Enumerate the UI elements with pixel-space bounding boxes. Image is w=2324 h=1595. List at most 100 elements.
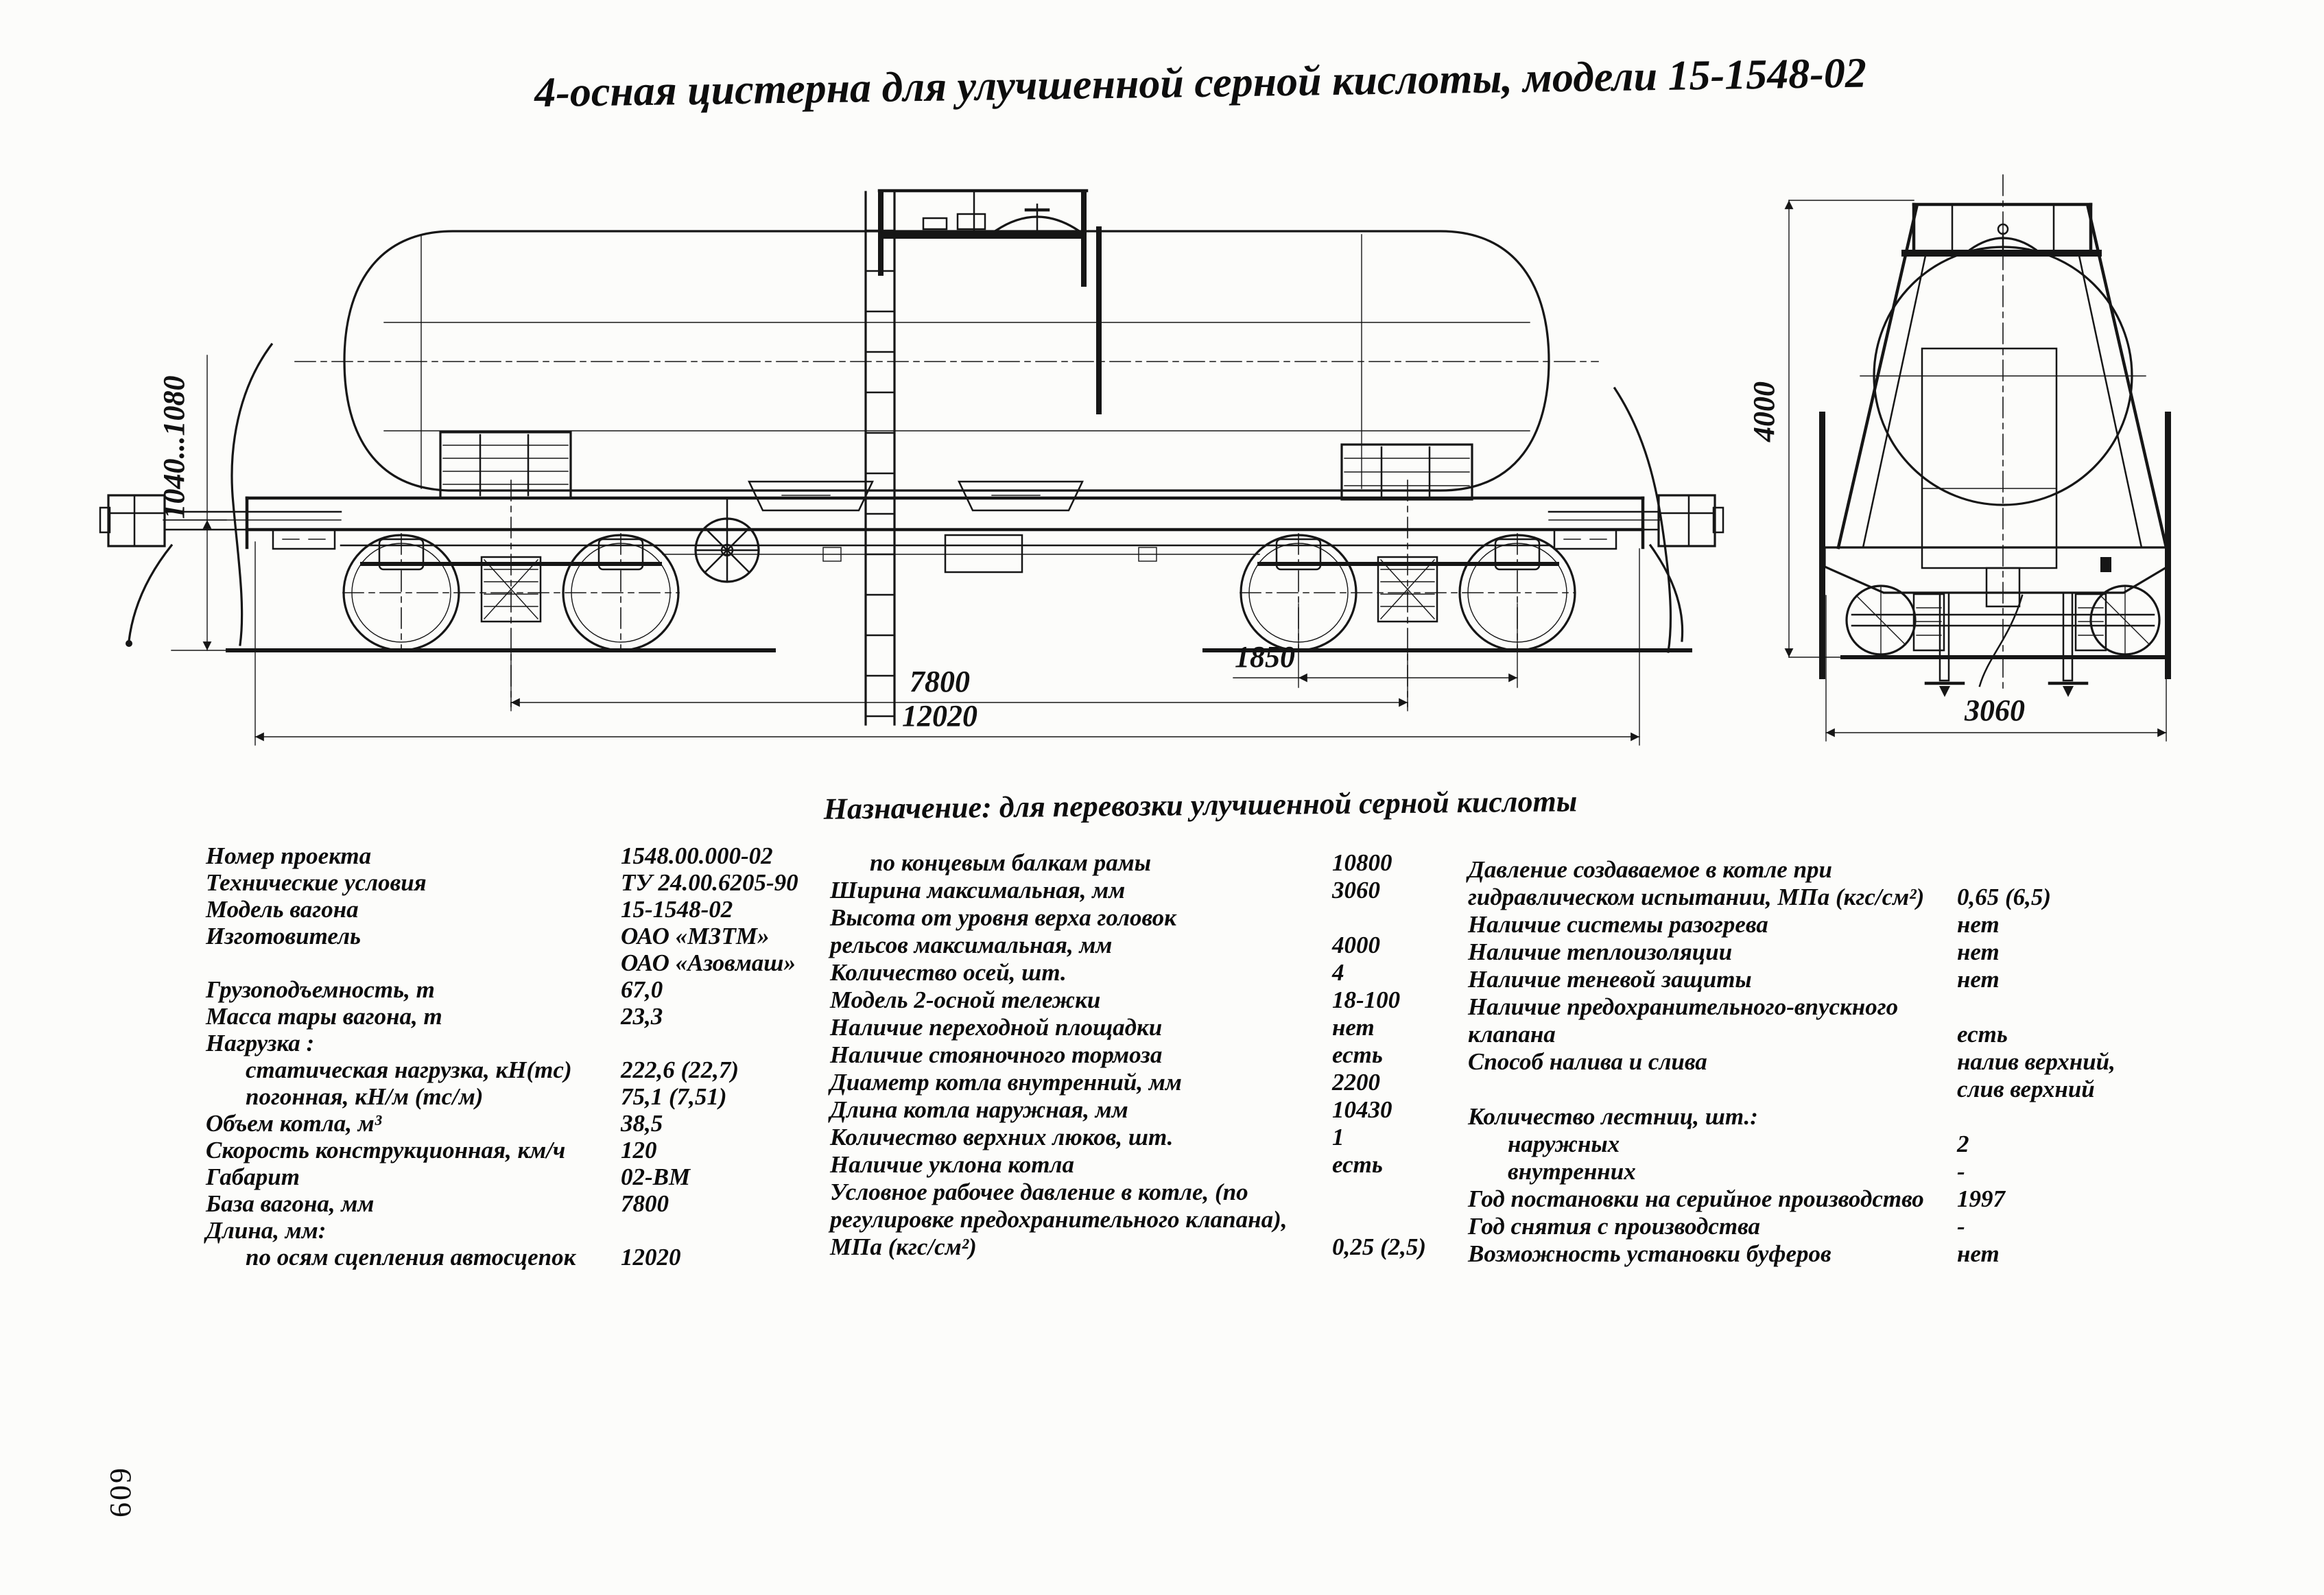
- spec-column-3: Давление создаваемое в котле при гидравл…: [1468, 856, 2115, 1268]
- spec-label: Наличие уклона котла: [830, 1151, 1074, 1178]
- end-frame: [1819, 412, 2171, 679]
- spec-row: статическая нагрузка, кН(тс) 222,6 (22,7…: [206, 1056, 739, 1083]
- spec-row: внутренних -: [1468, 1158, 1965, 1185]
- spec-value: 12020: [621, 1244, 681, 1271]
- spec-label: регулировке предохранительного клапана),: [830, 1206, 1288, 1233]
- spec-label: Модель вагона: [206, 896, 359, 923]
- tank-saddle-right: [1340, 443, 1473, 501]
- spec-label: Наличие переходной площадки: [830, 1014, 1163, 1041]
- spec-value: ОАО «МЗТМ»: [621, 923, 770, 949]
- spec-label: Наличие предохранительного-впускного: [1468, 993, 1899, 1020]
- spec-value: 2200: [1332, 1069, 1380, 1096]
- spec-row: погонная, кН/м (тс/м) 75,1 (7,51): [206, 1083, 727, 1110]
- spec-row: Номер проекта 1548.00.000-02: [206, 842, 773, 869]
- spec-row: Количество осей, шт. 4: [830, 959, 1344, 986]
- tank-saddle-left: [439, 431, 572, 499]
- spec-value: -: [1957, 1213, 1965, 1240]
- spec-value: 1: [1332, 1124, 1344, 1150]
- spec-label: Возможность установки буферов: [1468, 1240, 1831, 1267]
- end-ladders: [1836, 205, 2168, 550]
- spec-label: МПа (кгс/см²): [830, 1233, 977, 1260]
- coupler-left: [99, 494, 342, 647]
- coupler-right: [1548, 494, 1724, 642]
- spec-label: Объем котла, м³: [206, 1110, 382, 1137]
- spec-row: слив верхний: [1468, 1076, 2095, 1103]
- spec-value: 7800: [621, 1190, 669, 1217]
- spec-label: База вагона, мм: [206, 1190, 375, 1217]
- spec-value: есть: [1332, 1041, 1383, 1068]
- spec-row: Год постановки на серийное производство …: [1468, 1185, 2005, 1213]
- spec-label: Номер проекта: [206, 842, 372, 869]
- spec-row: Длина, мм:: [206, 1217, 576, 1244]
- spec-label: Технические условия: [206, 869, 427, 896]
- spec-row: Наличие стояночного тормоза есть: [830, 1041, 1383, 1069]
- spec-label: Длина котла наружная, мм: [830, 1096, 1128, 1123]
- spec-label: Модель 2-осной тележки: [830, 986, 1101, 1013]
- spec-row: Модель 2-осной тележки 18-100: [830, 986, 1400, 1014]
- spec-row: Длина котла наружная, мм 10430: [830, 1096, 1392, 1124]
- spec-label: Год снятия с производства: [1468, 1213, 1761, 1240]
- tank-body: [294, 230, 1599, 492]
- spec-value: 38,5: [621, 1110, 663, 1137]
- dimension-max-width: 3060: [1825, 595, 2167, 742]
- spec-row: Диаметр котла внутренний, мм 2200: [830, 1069, 1380, 1096]
- dimension-coupler-height: 1040...1080: [157, 355, 234, 651]
- spec-value: 75,1 (7,51): [621, 1083, 727, 1110]
- spec-label: Наличие теневой защиты: [1468, 966, 1752, 993]
- spec-column-1: Номер проекта 1548.00.000-02 Технические…: [206, 842, 798, 1271]
- spec-row: База вагона, мм 7800: [206, 1190, 669, 1217]
- spec-value: 2: [1957, 1131, 1969, 1157]
- spec-value: 120: [621, 1137, 657, 1163]
- dimension-length-over-couplers: 12020: [254, 541, 1640, 746]
- brake-cylinder: [944, 534, 1023, 574]
- spec-row: МПа (кгс/см²) 0,25 (2,5): [830, 1233, 1426, 1261]
- spec-row: Габарит 02-ВМ: [206, 1163, 690, 1190]
- spec-row: клапана есть: [1468, 1021, 2008, 1048]
- spec-row: Скорость конструкционная, км/ч 120: [206, 1137, 657, 1163]
- spec-value: ТУ 24.00.6205-90: [621, 869, 798, 896]
- spec-row: регулировке предохранительного клапана),: [830, 1206, 1287, 1233]
- end-running-gear: [1840, 567, 2166, 697]
- end-handrail-left: [230, 342, 274, 646]
- spec-label: Длина, мм:: [206, 1217, 327, 1244]
- spec-row: Наличие уклона котла есть: [830, 1151, 1383, 1179]
- spec-label: Изготовитель: [206, 923, 361, 949]
- spec-value: 4: [1332, 959, 1344, 986]
- spec-label: рельсов максимальная, мм: [830, 932, 1113, 958]
- end-handrail-right: [1613, 386, 1672, 653]
- svg-text:3060: 3060: [1964, 694, 2025, 727]
- spec-label: Нагрузка :: [206, 1030, 315, 1056]
- spec-row: Ширина максимальная, мм 3060: [830, 877, 1380, 904]
- spec-value: 10800: [1332, 849, 1392, 876]
- spec-row: рельсов максимальная, мм 4000: [830, 932, 1380, 959]
- spec-label: Количество осей, шт.: [830, 959, 1067, 986]
- spec-value: ОАО «Азовмаш»: [621, 949, 796, 976]
- spec-value: налив верхний,: [1957, 1048, 2115, 1075]
- spec-row: Изготовитель ОАО «МЗТМ»: [206, 923, 770, 949]
- spec-label: Количество лестниц, шт.:: [1468, 1103, 1758, 1130]
- spec-label: погонная, кН/м (тс/м): [246, 1083, 484, 1110]
- spec-label: Скорость конструкционная, км/ч: [206, 1137, 566, 1163]
- spec-label: Год постановки на серийное производство: [1468, 1185, 1924, 1212]
- dome-platform: [877, 189, 1102, 414]
- end-platform: [1901, 202, 2102, 257]
- spec-label: по осям сцепления автосцепок: [246, 1244, 576, 1271]
- spec-row: Наличие теневой защиты нет: [1468, 966, 2000, 993]
- spec-row: ОАО «Азовмаш»: [206, 949, 796, 976]
- spec-label: Диаметр котла внутренний, мм: [830, 1069, 1182, 1096]
- spec-value: есть: [1957, 1021, 2008, 1048]
- page-number: 609: [104, 1466, 137, 1517]
- spec-row: по осям сцепления автосцепок 12020: [206, 1244, 681, 1271]
- handbrake-wheel: [694, 497, 760, 583]
- spec-row: Технические условия ТУ 24.00.6205-90: [206, 869, 798, 896]
- spec-value: 4000: [1332, 932, 1380, 958]
- spec-label: наружных: [1508, 1131, 1620, 1157]
- spec-row: Наличие теплоизоляции нет: [1468, 938, 2000, 966]
- svg-text:12020: 12020: [902, 699, 977, 733]
- spec-label: Грузоподъемность, т: [206, 976, 435, 1003]
- spec-column-2: по концевым балкам рамы 10800 Ширина мак…: [830, 849, 1426, 1261]
- spec-row: Возможность установки буферов нет: [1468, 1240, 2000, 1268]
- spec-value: 1548.00.000-02: [621, 842, 773, 869]
- spec-row: Наличие системы разогрева нет: [1468, 911, 2000, 938]
